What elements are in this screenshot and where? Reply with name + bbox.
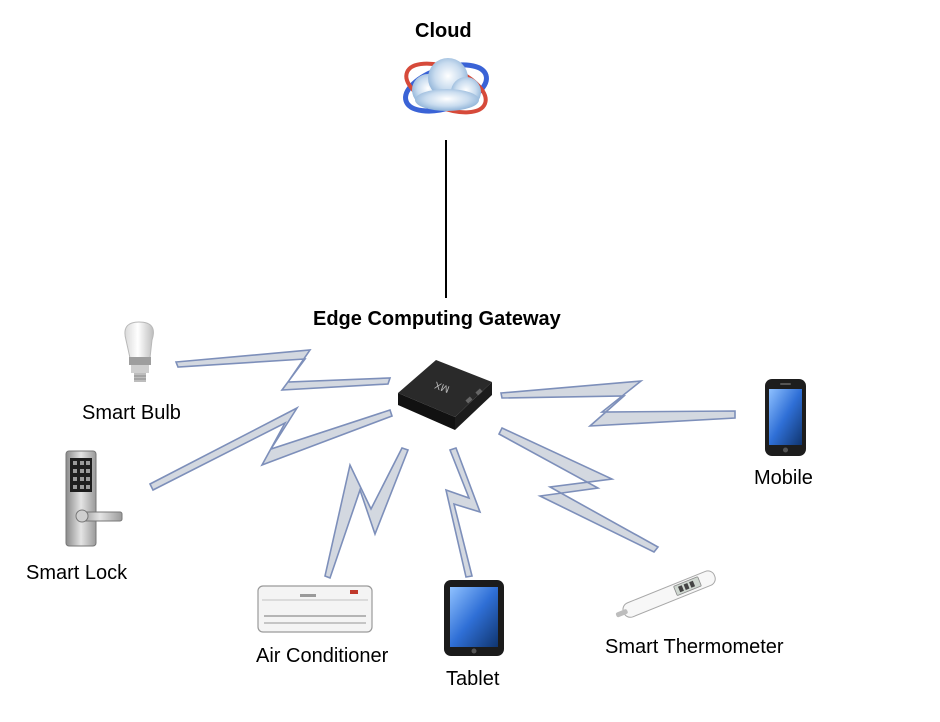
wireless-links bbox=[148, 349, 736, 580]
gateway-label: Edge Computing Gateway bbox=[313, 308, 561, 330]
door-lock-icon bbox=[65, 450, 123, 547]
wireless-link-smart-thermometer bbox=[497, 426, 660, 554]
gateway-box-icon: MX bbox=[398, 360, 492, 430]
tablet-label: Tablet bbox=[446, 668, 500, 690]
mobile-phone-icon bbox=[765, 379, 806, 456]
wireless-link-smart-bulb bbox=[174, 349, 392, 391]
wireless-link-mobile bbox=[500, 379, 736, 427]
smart-thermometer-label: Smart Thermometer bbox=[605, 636, 784, 658]
light-bulb-icon bbox=[124, 321, 154, 382]
tablet-icon bbox=[444, 580, 504, 656]
mobile-label: Mobile bbox=[754, 467, 813, 489]
air-conditioner-icon bbox=[257, 585, 373, 633]
smart-bulb-label: Smart Bulb bbox=[82, 402, 181, 424]
wireless-link-smart-lock bbox=[148, 405, 394, 492]
cloud-label: Cloud bbox=[415, 20, 472, 42]
smart-lock-label: Smart Lock bbox=[26, 562, 128, 584]
wireless-link-tablet bbox=[444, 446, 482, 578]
cloud-icon bbox=[403, 58, 489, 115]
air-conditioner-label: Air Conditioner bbox=[256, 645, 389, 667]
wireless-link-air-conditioner bbox=[324, 447, 410, 580]
thermometer-icon bbox=[615, 570, 716, 618]
gateway-device-text: MX bbox=[433, 379, 451, 395]
